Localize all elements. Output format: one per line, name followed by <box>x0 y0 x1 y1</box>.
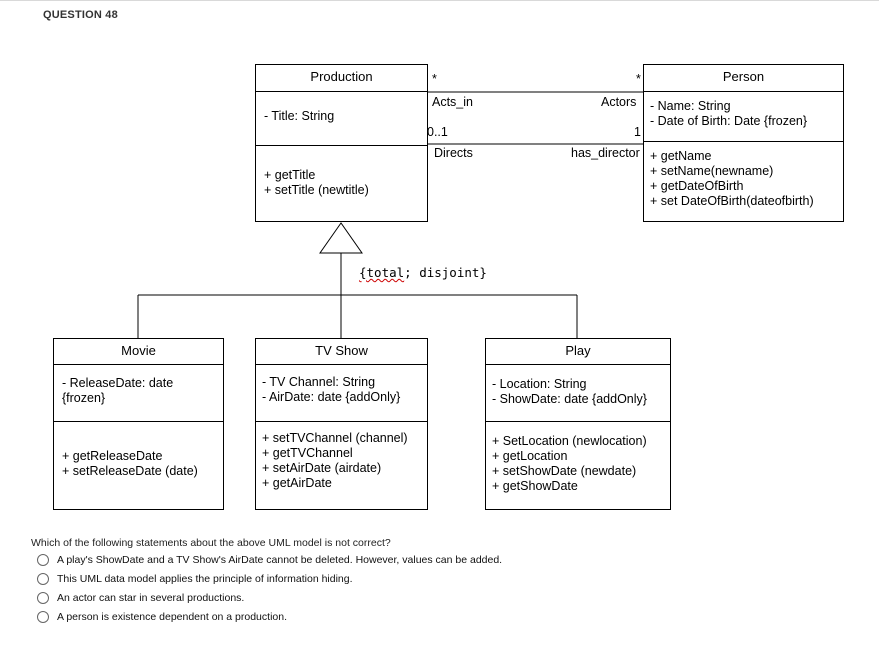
person-method: + getName <box>650 149 712 163</box>
tvshow-method: + getAirDate <box>262 476 332 490</box>
play-class-name: Play <box>486 339 670 365</box>
production-class-name: Production <box>256 65 427 92</box>
radio-button[interactable] <box>37 573 49 585</box>
person-methods: + getName + setName(newname) + getDateOf… <box>644 142 843 222</box>
play-attribute: - Location: String <box>492 377 587 391</box>
answer-option-label[interactable]: A person is existence dependent on a pro… <box>57 611 287 623</box>
has-director-role-label: has_director <box>571 146 640 160</box>
production-methods: + getTitle + setTitle (newtitle) <box>256 146 427 222</box>
person-class: Person - Name: String - Date of Birth: D… <box>643 64 844 222</box>
tvshow-method: + setAirDate (airdate) <box>262 461 382 475</box>
movie-attributes: - ReleaseDate: date {frozen} <box>54 365 223 422</box>
constraint-total: {total <box>359 265 405 280</box>
tvshow-class-name: TV Show <box>256 339 427 365</box>
person-attribute: - Name: String <box>650 99 731 113</box>
play-attribute: - ShowDate: date {addOnly} <box>492 392 647 406</box>
movie-method: + setReleaseDate (date) <box>62 464 198 478</box>
tvshow-attribute: - AirDate: date {addOnly} <box>262 390 401 404</box>
play-method: + setShowDate (newdate) <box>492 464 637 478</box>
play-attributes: - Location: String - ShowDate: date {add… <box>486 365 670 422</box>
tvshow-method: + setTVChannel (channel) <box>262 431 408 445</box>
person-class-name: Person <box>644 65 843 92</box>
movie-class-name: Movie <box>54 339 223 365</box>
directs-role-label: Directs <box>434 146 473 160</box>
acts-in-multiplicity-person: * <box>636 72 641 86</box>
tvshow-attribute: - TV Channel: String <box>262 375 376 389</box>
answer-option[interactable]: This UML data model applies the principl… <box>37 571 353 587</box>
production-attributes: - Title: String <box>256 92 427 146</box>
movie-attribute: - ReleaseDate: date <box>62 376 174 390</box>
production-class: Production - Title: String + getTitle + … <box>255 64 428 222</box>
play-method: + getShowDate <box>492 479 578 493</box>
play-methods: + SetLocation (newlocation) + getLocatio… <box>486 422 670 510</box>
movie-attribute: {frozen} <box>62 391 106 405</box>
actors-role-label: Actors <box>601 95 637 109</box>
answer-option[interactable]: A play's ShowDate and a TV Show's AirDat… <box>37 552 502 568</box>
movie-class: Movie - ReleaseDate: date {frozen} + get… <box>53 338 224 510</box>
tvshow-attributes: - TV Channel: String - AirDate: date {ad… <box>256 365 427 422</box>
movie-method: + getReleaseDate <box>62 449 163 463</box>
radio-button[interactable] <box>37 554 49 566</box>
production-method: + getTitle <box>264 168 316 182</box>
radio-button[interactable] <box>37 592 49 604</box>
play-method: + SetLocation (newlocation) <box>492 434 647 448</box>
person-method: + getDateOfBirth <box>650 179 744 193</box>
production-attribute: - Title: String <box>264 109 335 123</box>
person-method: + set DateOfBirth(dateofbirth) <box>650 194 814 208</box>
person-attribute: - Date of Birth: Date {frozen} <box>650 114 808 128</box>
generalization-triangle <box>319 222 363 254</box>
constraint-disjoint: ; disjoint} <box>404 265 487 280</box>
person-attributes: - Name: String - Date of Birth: Date {fr… <box>644 92 843 142</box>
radio-button[interactable] <box>37 611 49 623</box>
tvshow-methods: + setTVChannel (channel) + getTVChannel … <box>256 422 427 510</box>
movie-methods: + getReleaseDate + setReleaseDate (date) <box>54 422 223 510</box>
production-method: + setTitle (newtitle) <box>264 183 369 197</box>
generalization-constraint: {total; disjoint} <box>359 265 487 280</box>
answer-option-label[interactable]: An actor can star in several productions… <box>57 592 245 604</box>
tvshow-class: TV Show - TV Channel: String - AirDate: … <box>255 338 428 510</box>
person-method: + setName(newname) <box>650 164 774 178</box>
acts-in-multiplicity-production: * <box>432 72 437 86</box>
tvshow-method: + getTVChannel <box>262 446 353 460</box>
answer-option-label[interactable]: A play's ShowDate and a TV Show's AirDat… <box>57 554 503 566</box>
answer-option[interactable]: An actor can star in several productions… <box>37 590 244 606</box>
play-method: + getLocation <box>492 449 568 463</box>
question-header: QUESTION 48 <box>43 9 118 21</box>
play-class: Play - Location: String - ShowDate: date… <box>485 338 671 510</box>
directs-multiplicity-person: 1 <box>634 125 641 139</box>
acts-in-role-label: Acts_in <box>432 95 473 109</box>
directs-multiplicity-production: 0..1 <box>427 125 448 139</box>
answer-option-label[interactable]: This UML data model applies the principl… <box>57 573 353 585</box>
question-prompt: Which of the following statements about … <box>31 537 391 549</box>
top-divider <box>0 0 879 1</box>
answer-option[interactable]: A person is existence dependent on a pro… <box>37 609 287 625</box>
